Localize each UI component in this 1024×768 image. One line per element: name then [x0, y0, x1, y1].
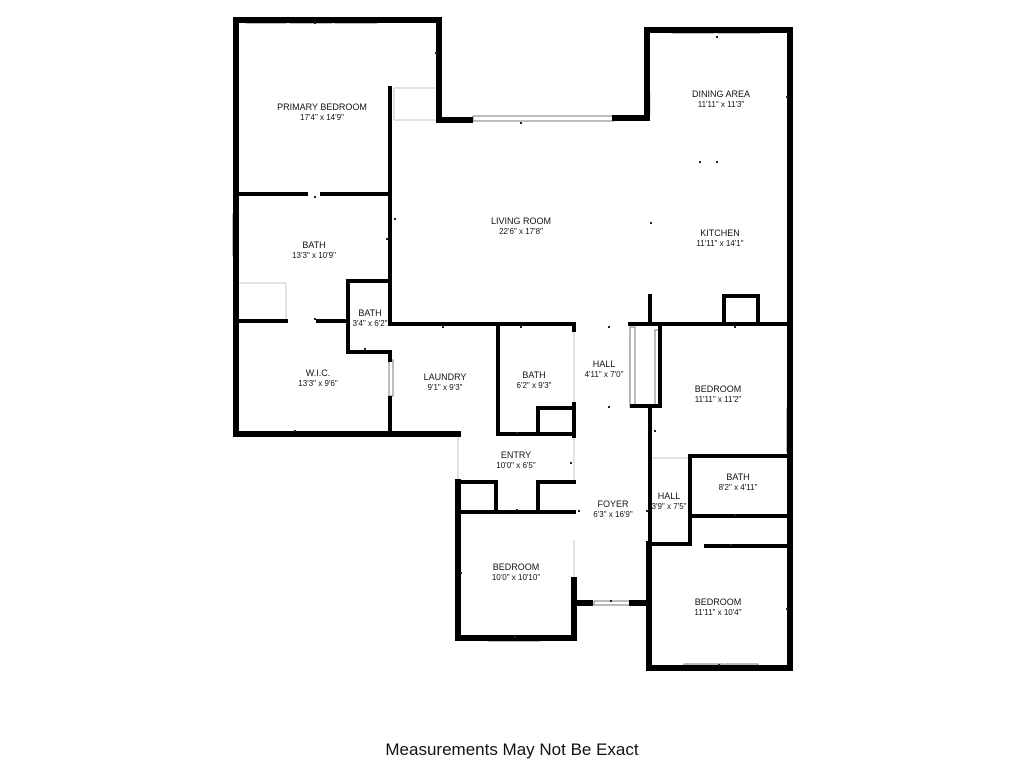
room-name-small-bath: BATH	[358, 308, 381, 318]
room-name-laundry: LAUNDRY	[424, 372, 467, 382]
tick	[786, 96, 788, 98]
room-name-kitchen: KITCHEN	[700, 228, 740, 238]
tick	[786, 608, 788, 610]
tick	[730, 544, 732, 546]
tick	[650, 222, 652, 224]
room-dims-wic: 13'3" x 9'6"	[298, 379, 338, 388]
tick	[734, 514, 736, 516]
room-labels: PRIMARY BEDROOM 17'4" x 14'9" DINING ARE…	[277, 89, 757, 617]
tick	[520, 326, 522, 328]
tick	[442, 326, 444, 328]
tick	[435, 52, 437, 54]
tick	[314, 318, 316, 320]
room-dims-small-bath: 3'4" x 6'2"	[353, 319, 388, 328]
tick	[654, 430, 656, 432]
tick	[608, 326, 610, 328]
room-name-wic: W.I.C.	[306, 368, 331, 378]
tick-marks	[294, 22, 788, 666]
room-dims-bath-right: 8'2" x 4'11"	[719, 483, 758, 492]
room-dims-bedroom-right-lower: 11'11" x 10'4"	[694, 608, 741, 617]
interior-walls	[234, 86, 792, 548]
room-name-primary-bath: BATH	[302, 240, 325, 250]
room-name-entry: ENTRY	[501, 450, 531, 460]
tick	[460, 572, 462, 574]
tick	[516, 432, 518, 434]
window	[388, 359, 394, 397]
room-dims-bedroom-right-upper: 11'11" x 11'2"	[695, 395, 742, 404]
tick	[699, 161, 701, 163]
room-name-hall-lower: HALL	[658, 491, 681, 501]
room-name-foyer: FOYER	[597, 499, 629, 509]
room-name-bedroom-right-lower: BEDROOM	[695, 597, 742, 607]
room-dims-hall-lower: 3'9" x 7'5"	[652, 502, 687, 511]
room-dims-hall-upper: 4'11" x 7'0"	[585, 370, 624, 379]
tick	[294, 430, 296, 432]
tick	[716, 36, 718, 38]
room-dims-dining-area: 11'11" x 11'3"	[698, 100, 745, 109]
room-dims-foyer: 6'3" x 16'9"	[593, 510, 633, 519]
tick	[646, 510, 648, 512]
measurement-disclaimer: Measurements May Not Be Exact	[385, 740, 639, 759]
tick	[734, 326, 736, 328]
room-name-living-room: LIVING ROOM	[491, 216, 551, 226]
tick	[314, 22, 316, 24]
tick	[570, 462, 572, 464]
room-name-primary-bedroom: PRIMARY BEDROOM	[277, 102, 367, 112]
room-name-dining-area: DINING AREA	[692, 89, 750, 99]
tick	[394, 218, 396, 220]
room-dims-bedroom-left-lower: 10'0" x 10'10"	[492, 573, 540, 582]
tick	[516, 509, 518, 511]
tick	[578, 510, 580, 512]
window	[472, 115, 614, 122]
room-dims-hall-bath: 6'2" x 9'3"	[517, 381, 552, 390]
tick	[608, 406, 610, 408]
tick	[514, 636, 516, 638]
room-dims-laundry: 9'1" x 9'3"	[428, 383, 463, 392]
window	[629, 326, 636, 408]
tick	[520, 122, 522, 124]
room-dims-living-room: 22'6" x 17'8"	[499, 227, 543, 236]
room-dims-kitchen: 11'11" x 14'1"	[696, 239, 743, 248]
room-name-hall-bath: BATH	[522, 370, 545, 380]
room-dims-primary-bath: 13'3" x 10'9"	[292, 251, 336, 260]
room-name-bath-right: BATH	[726, 472, 749, 482]
room-dims-primary-bedroom: 17'4" x 14'9"	[300, 113, 344, 122]
room-name-hall-upper: HALL	[593, 359, 616, 369]
tick	[716, 161, 718, 163]
tick	[718, 664, 720, 666]
tick	[386, 238, 388, 240]
tick	[610, 600, 612, 602]
room-dims-entry: 10'0" x 6'5"	[496, 461, 536, 470]
tick	[314, 196, 316, 198]
room-name-bedroom-right-upper: BEDROOM	[695, 384, 742, 394]
tick	[364, 348, 366, 350]
room-name-bedroom-left-lower: BEDROOM	[493, 562, 540, 572]
